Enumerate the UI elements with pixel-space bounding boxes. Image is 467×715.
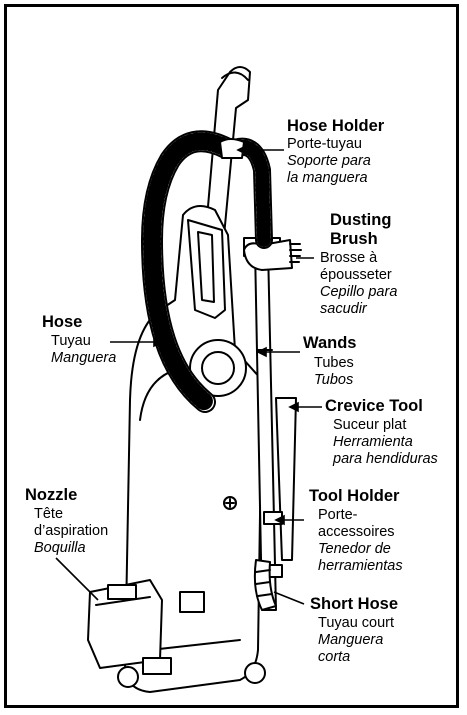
label-french: Tubes [314, 355, 354, 372]
label-spanish: Manguera [318, 632, 394, 649]
label-spanish: Boquilla [34, 540, 108, 557]
label-dusting-brush-translations: Brosse à épousseter Cepillo para sacudir [320, 250, 397, 318]
label-crevice-tool: Crevice Tool [325, 397, 423, 416]
label-hose: Hose [42, 313, 82, 332]
label-french: Porte- [318, 507, 403, 524]
label-spanish: Herramienta [333, 434, 438, 451]
label-title: Nozzle [25, 486, 77, 505]
label-nozzle: Nozzle [25, 486, 77, 505]
label-spanish: corta [318, 649, 394, 666]
label-spanish: Cepillo para [320, 284, 397, 301]
label-spanish: Tenedor de [318, 541, 403, 558]
label-spanish: para hendiduras [333, 451, 438, 468]
label-spanish: Tubos [314, 372, 354, 389]
label-french: Brosse à [320, 250, 397, 267]
leader-short-hose [274, 592, 304, 604]
label-french: épousseter [320, 267, 397, 284]
label-french: d’aspiration [34, 523, 108, 540]
label-title: Dusting [330, 211, 391, 230]
label-french: accessoires [318, 524, 403, 541]
label-title: Short Hose [310, 595, 398, 614]
dusting-brush-part [244, 240, 301, 270]
label-wands: Wands [303, 334, 356, 353]
label-title: Hose Holder [287, 117, 384, 136]
label-tool-holder-translations: Porte- accessoires Tenedor de herramient… [318, 507, 403, 575]
label-crevice-tool-translations: Suceur plat Herramienta para hendiduras [333, 417, 438, 468]
label-short-hose-translations: Tuyau court Manguera corta [318, 615, 394, 666]
label-title: Tool Holder [309, 487, 399, 506]
label-nozzle-translations: Tête d’aspiration Boquilla [34, 506, 108, 557]
leader-nozzle [56, 558, 98, 600]
label-tool-holder: Tool Holder [309, 487, 399, 506]
label-title: Wands [303, 334, 356, 353]
label-title: Hose [42, 313, 82, 332]
label-wands-translations: Tubes Tubos [314, 355, 354, 389]
label-short-hose: Short Hose [310, 595, 398, 614]
label-title: Brush [330, 230, 391, 249]
label-hose-translations: Tuyau Manguera [51, 333, 116, 367]
label-spanish: la manguera [287, 170, 384, 187]
label-spanish: sacudir [320, 301, 397, 318]
label-french: Suceur plat [333, 417, 438, 434]
crevice-tool-part [276, 398, 296, 560]
label-french: Tuyau court [318, 615, 394, 632]
label-french: Tuyau [51, 333, 116, 350]
wheel-right [245, 663, 265, 683]
label-dusting-brush: Dusting Brush [330, 211, 391, 249]
vacuum-nozzle [88, 580, 171, 674]
label-spanish: Soporte para [287, 153, 384, 170]
label-spanish: Manguera [51, 350, 116, 367]
wheel-left [118, 667, 138, 687]
label-french: Tête [34, 506, 108, 523]
label-title: Crevice Tool [325, 397, 423, 416]
label-hose-holder: Hose Holder Porte-tuyau Soporte para la … [287, 117, 384, 187]
label-spanish: herramientas [318, 558, 403, 575]
label-french: Porte-tuyau [287, 136, 384, 153]
